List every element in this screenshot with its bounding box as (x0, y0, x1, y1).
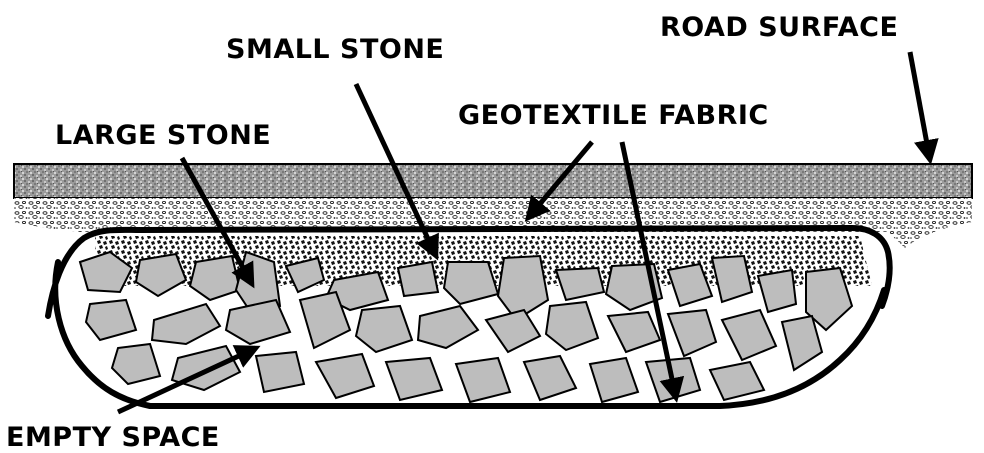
large-stones (80, 252, 852, 402)
road-surface-label: ROAD SURFACE (660, 14, 898, 41)
small-stone-label: SMALL STONE (226, 36, 444, 63)
large-stone-label: LARGE STONE (55, 122, 271, 149)
empty-space-label: EMPTY SPACE (6, 424, 220, 451)
geotextile-fabric-label: GEOTEXTILE FABRIC (458, 102, 769, 129)
road-surface-layer (14, 164, 972, 198)
road-surface-arrow (910, 52, 930, 160)
